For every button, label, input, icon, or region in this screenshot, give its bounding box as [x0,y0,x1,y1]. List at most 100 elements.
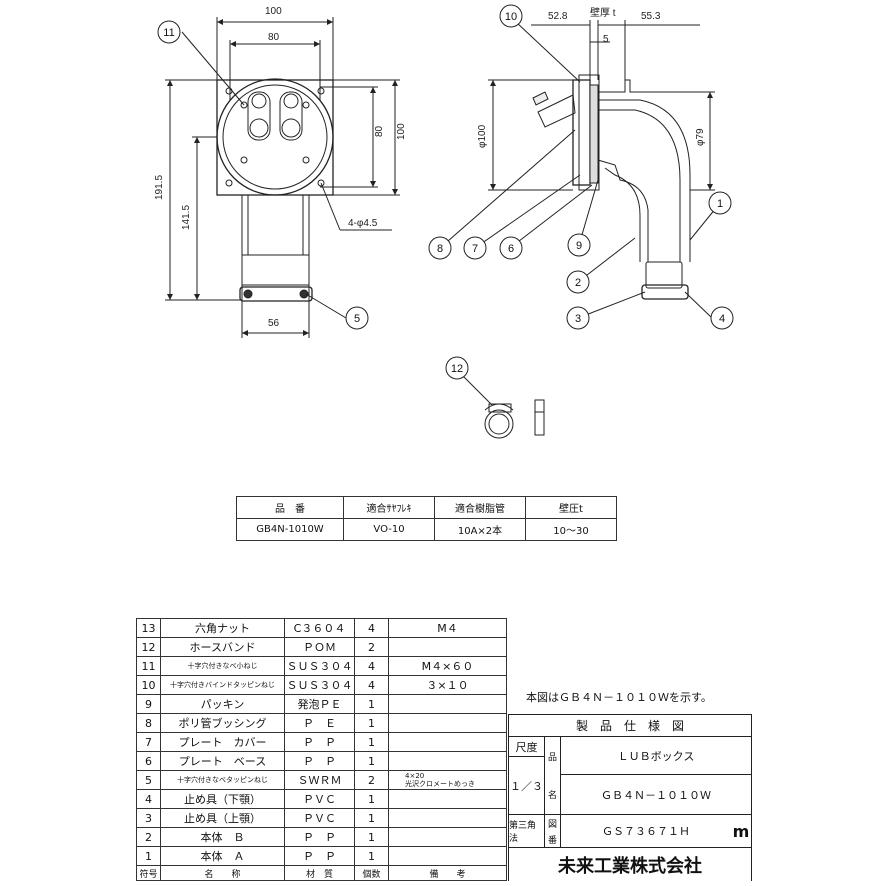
part-material: ＳＵＳ３０４ [284,675,355,695]
dim-height-141: 141.5 [181,205,192,230]
part-qty: 4 [354,675,389,695]
part-note [388,713,507,733]
spec-cell: 10～30 [525,518,617,541]
dim-side-5: 5 [603,34,609,45]
balloon-8: 8 [437,243,443,255]
front-view [165,17,400,338]
part-note [388,827,507,847]
spec-header: 品 番 [236,496,344,519]
spec-cell: VO-10 [343,518,435,541]
dim-height-191: 191.5 [154,175,165,200]
part-material: Ｐ Ｐ [284,732,355,752]
company-logo-icon: m [732,821,750,841]
part-number: 4 [136,789,161,809]
part-number: 9 [136,694,161,714]
part-qty: 1 [354,789,389,809]
dim-width-56: 56 [268,318,280,329]
part-name: パッキン [160,694,285,714]
part-number: 5 [136,770,161,790]
zu-label: 図 [545,815,561,831]
part-number: 7 [136,732,161,752]
dim-height-80: 80 [374,125,385,137]
drawing-note: 本図はＧＢ４Ｎ－１０１０Ｗを示す。 [526,691,712,704]
part-material: Ｐ Ｅ [284,713,355,733]
part-number: 10 [136,675,161,695]
part-name: 本体 Ａ [160,846,285,866]
part-number: 1 [136,846,161,866]
spec-table: 品 番 適合ｻﾔﾌﾚｷ 適合樹脂管 壁圧t GB4N-1010W VO-10 1… [236,496,617,541]
company-name: 未来工業株式会社 [509,847,751,881]
part-qty: 1 [354,694,389,714]
part-qty: 1 [354,827,389,847]
part-qty: 1 [354,713,389,733]
part-material: ＰＶＣ [284,808,355,828]
part-material: C３６０４ [284,618,355,638]
part-name: 止め具（下顎） [160,789,285,809]
title-block-title: 製 品 仕 様 図 [509,715,751,737]
spec-cell: GB4N-1010W [236,518,344,541]
part-name: プレート カバー [160,732,285,752]
part-qty: 1 [354,808,389,828]
parts-header: 個数 [354,865,389,881]
part-note [388,637,507,657]
balloon-11: 11 [163,27,174,39]
balloon-10: 10 [505,11,517,23]
part-number: 11 [136,656,161,676]
side-view [439,20,721,319]
part-name: 六角ナット [160,618,285,638]
part-material: Ｐ Ｐ [284,846,355,866]
dim-holes: 4-φ4.5 [348,218,378,229]
part-name: 本体 Ｂ [160,827,285,847]
scale-value: １／３ [509,757,545,815]
hin-label: 品 [545,737,561,775]
part-number: 8 [136,713,161,733]
part-number: 3 [136,808,161,828]
part-note: M４×６０ [388,656,507,676]
dim-phi100: φ100 [477,124,488,148]
dim-width-100: 100 [265,6,282,17]
part-name: 十字穴付きバインドタッピンねじ [160,675,285,695]
balloon-5: 5 [354,313,360,325]
balloon-12: 12 [451,363,463,375]
part-material: 発泡ＰＥ [284,694,355,714]
part-note [388,694,507,714]
part-qty: 1 [354,751,389,771]
part-note [388,846,507,866]
part-material: ＰＯＭ [284,637,355,657]
product-model: ＧＢ４Ｎ－１０１０Ｗ [561,775,751,815]
parts-header: 名 称 [160,865,285,881]
part-name: 十字穴付きなべタッピンねじ [160,770,285,790]
part-qty: 2 [354,637,389,657]
part-qty: 4 [354,618,389,638]
part-name: ポリ管ブッシング [160,713,285,733]
mei-label: 名 [545,775,561,815]
part-note: ３×１０ [388,675,507,695]
part-material: ＳＵＳ３０４ [284,656,355,676]
product-name: ＬＵＢボックス [561,737,751,775]
part-material: Ｐ Ｐ [284,751,355,771]
part-name: 止め具（上顎） [160,808,285,828]
part-number: 6 [136,751,161,771]
part-qty: 2 [354,770,389,790]
ban-label: 番 [545,831,561,847]
drawing-number: ＧＳ７３６７１Ｈ [602,825,690,838]
dim-width-80: 80 [268,32,280,43]
scale-label: 尺度 [509,737,545,757]
part-qty: 1 [354,846,389,866]
spec-header: 適合ｻﾔﾌﾚｷ [343,496,435,519]
part-material: Ｐ Ｐ [284,827,355,847]
parts-header-row: 符号名 称材 質個数備 考 [136,865,507,881]
part-note: M４ [388,618,507,638]
title-block: 製 品 仕 様 図 尺度 １／３ 第三角法 品 名 図 番 ＬＵＢボックス ＧＢ… [508,714,752,881]
